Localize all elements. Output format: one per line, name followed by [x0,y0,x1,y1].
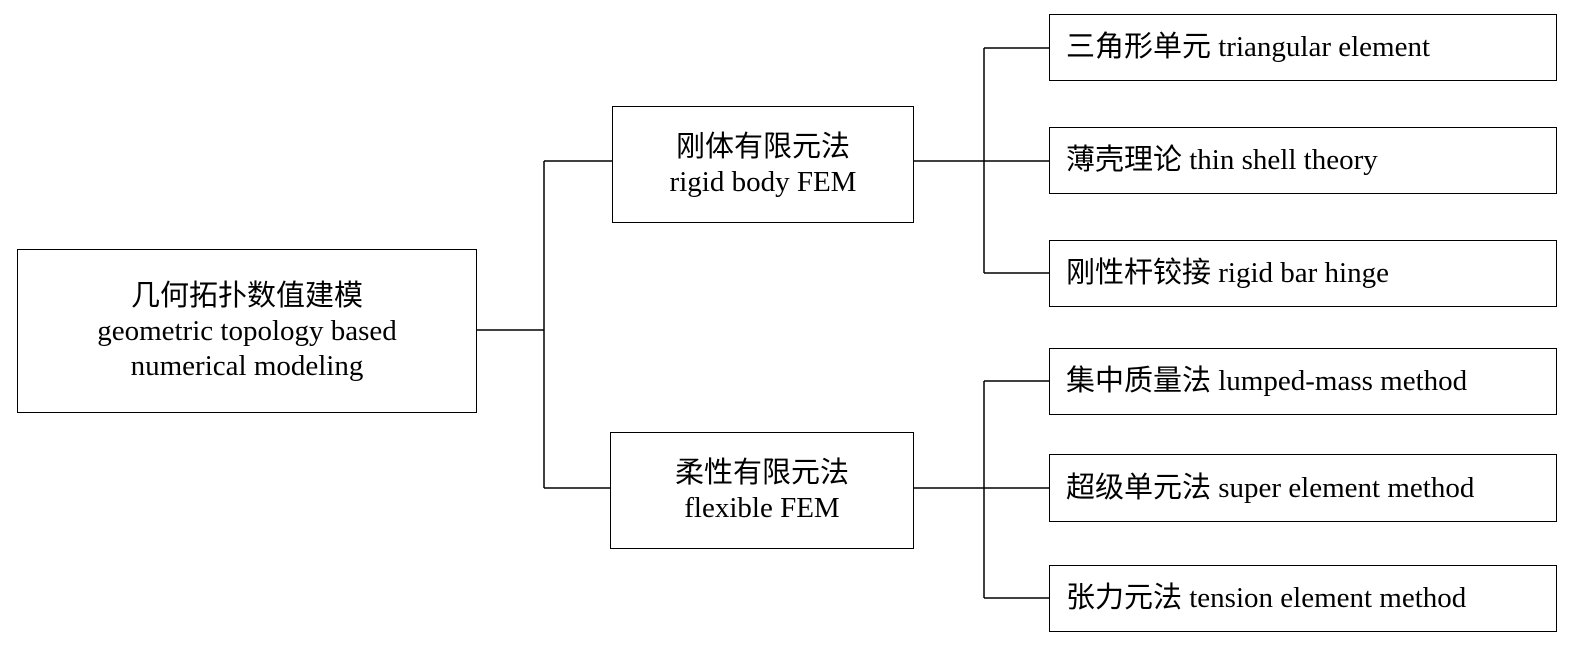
leaf-label-triangular-element: 三角形单元 triangular element [1066,31,1431,63]
leaf-label-rigid-bar-hinge: 刚性杆铰接 rigid bar hinge [1066,257,1389,289]
leaf-label-lumped-mass-method: 集中质量法 lumped-mass method [1066,365,1468,397]
leaf-node-tension-element-method: 张力元法 tension element method [1049,565,1557,632]
root-line-2: geometric topology based [97,314,397,347]
branch-rigid-line-2: rigid body FEM [669,165,857,198]
leaf-label-super-element-method: 超级单元法 super element method [1066,471,1475,504]
leaf-label-thin-shell-theory: 薄壳理论 thin shell theory [1066,144,1378,176]
leaf-node-thin-shell-theory: 薄壳理论 thin shell theory [1049,127,1557,194]
leaf-node-rigid-bar-hinge: 刚性杆铰接 rigid bar hinge [1049,240,1557,307]
root-node: 几何拓扑数值建模 geometric topology based numeri… [17,249,477,413]
root-line-1: 几何拓扑数值建模 [130,279,363,312]
leaf-node-triangular-element: 三角形单元 triangular element [1049,14,1557,81]
branch-rigid-line-1: 刚体有限元法 [675,130,850,163]
root-line-3: numerical modeling [130,349,364,382]
leaf-node-super-element-method: 超级单元法 super element method [1049,454,1557,522]
branch-flexible-line-1: 柔性有限元法 [674,456,849,489]
branch-flexible-line-2: flexible FEM [684,491,840,524]
branch-node-rigid-body-fem: 刚体有限元法 rigid body FEM [612,106,914,223]
branch-node-flexible-fem: 柔性有限元法 flexible FEM [610,432,914,549]
leaf-node-lumped-mass-method: 集中质量法 lumped-mass method [1049,348,1557,415]
leaf-label-tension-element-method: 张力元法 tension element method [1066,582,1467,614]
